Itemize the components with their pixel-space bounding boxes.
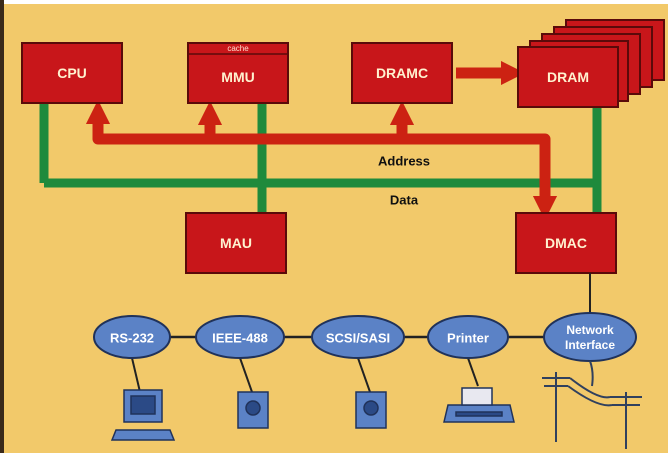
ieee488-label: IEEE-488 bbox=[212, 332, 268, 345]
dram-label: DRAM bbox=[547, 70, 589, 84]
network-label-line2: Interface bbox=[565, 339, 615, 351]
mmu-cache-label: cache bbox=[227, 45, 248, 53]
disk-drive-icon bbox=[238, 392, 268, 428]
left-shadow-edge bbox=[0, 0, 4, 453]
network-label-line1: Network bbox=[566, 324, 613, 336]
address-bus-label: Address bbox=[378, 155, 430, 168]
dmac-label: DMAC bbox=[545, 236, 587, 250]
data-bus-label: Data bbox=[390, 194, 418, 207]
disk-drive-icon bbox=[356, 392, 386, 428]
printer-label: Printer bbox=[447, 332, 489, 345]
rs232-label: RS-232 bbox=[110, 332, 154, 345]
dramc-label: DRAMC bbox=[376, 66, 428, 80]
cpu-label: CPU bbox=[57, 66, 87, 80]
scsi-sasi-label: SCSI/SASI bbox=[326, 332, 390, 345]
mmu-label: MMU bbox=[221, 70, 254, 84]
mau-label: MAU bbox=[220, 236, 252, 250]
network-interface-port bbox=[544, 313, 636, 361]
